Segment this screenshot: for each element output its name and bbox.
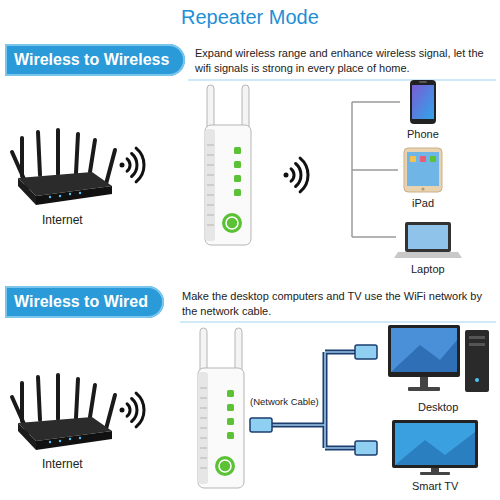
router-icon [12, 375, 115, 450]
ipad-icon [404, 148, 442, 192]
section-banner: Wireless to Wired [5, 286, 164, 318]
repeater-icon [205, 85, 251, 245]
bracket-lines [352, 102, 400, 237]
device-label: iPad [412, 196, 434, 211]
wifi-waves [284, 158, 309, 192]
device-label: Smart TV [412, 479, 458, 494]
repeater-icon [198, 328, 244, 488]
desktop-icon [388, 325, 489, 392]
description-text: Expand wireless range and enhance wirele… [195, 46, 493, 76]
router-icon [12, 130, 115, 205]
device-label: Internet [42, 456, 83, 472]
wifi-waves [120, 148, 145, 182]
divider-line [180, 322, 496, 323]
cable-label: (Network Cable) [248, 395, 321, 408]
device-label: Internet [42, 212, 83, 228]
phone-icon [410, 80, 436, 124]
divider-line [188, 80, 496, 81]
device-label: Laptop [411, 262, 445, 277]
smart-tv-icon [392, 420, 478, 475]
banner-text: Wireless to Wireless [14, 51, 169, 68]
diagram-title: Repeater Mode [181, 6, 319, 29]
device-label: Desktop [418, 400, 458, 415]
banner-text: Wireless to Wired [14, 293, 148, 310]
description-text: Make the desktop computers and TV use th… [182, 289, 494, 319]
device-label: Phone [407, 127, 439, 142]
section-banner: Wireless to Wireless [5, 44, 185, 76]
wifi-waves [120, 393, 145, 427]
laptop-icon [394, 222, 462, 258]
